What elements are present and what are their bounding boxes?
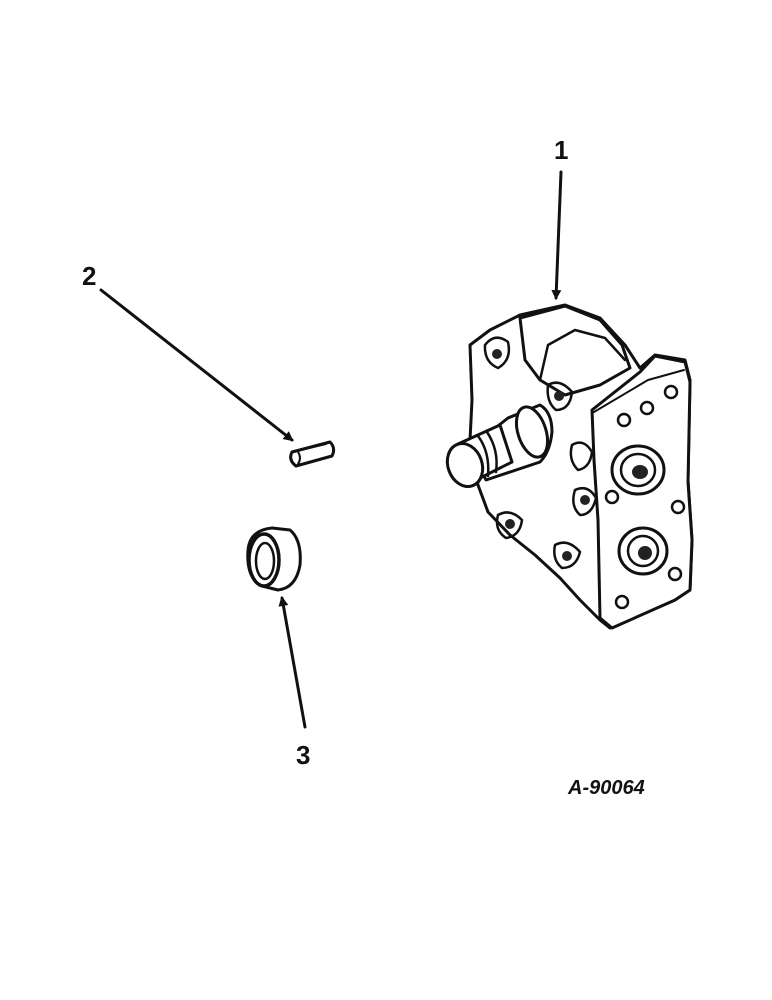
leader-line-3 bbox=[278, 596, 307, 729]
callout-2: 2 bbox=[82, 261, 96, 291]
callout-1: 1 bbox=[554, 135, 568, 165]
figure-reference: A-90064 bbox=[567, 777, 645, 799]
leader-line-2 bbox=[99, 288, 294, 442]
callout-3: 3 bbox=[296, 740, 310, 770]
oil-seal-part-3 bbox=[246, 526, 302, 592]
leader-line-1 bbox=[551, 170, 563, 300]
hydraulic-pump-part-1 bbox=[445, 303, 694, 630]
woodruff-key-part-2 bbox=[289, 440, 336, 468]
